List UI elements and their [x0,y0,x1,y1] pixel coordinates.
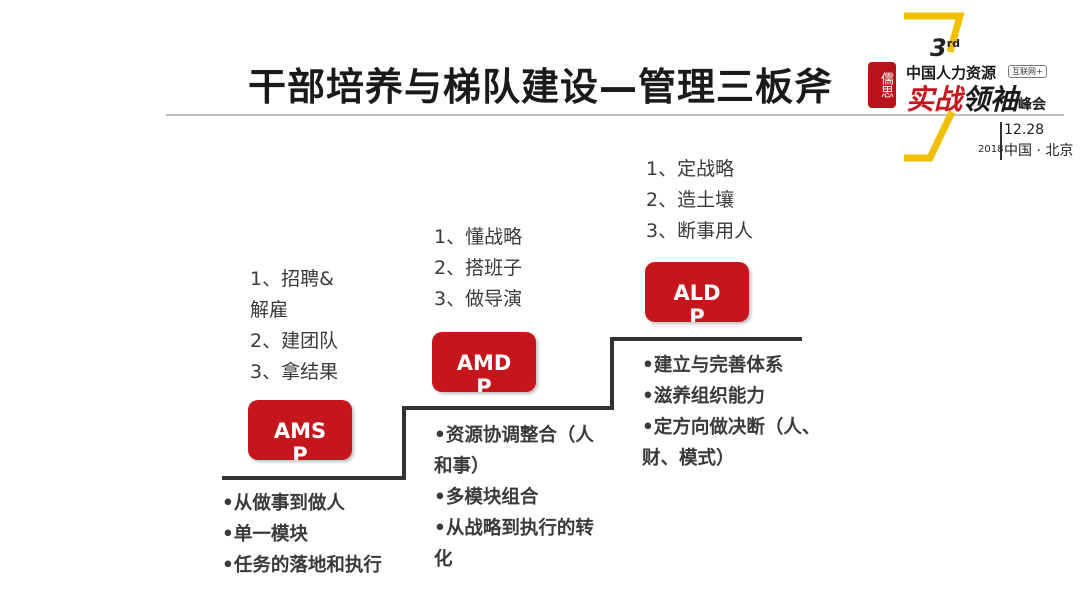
level1-top-list: 1、招聘& 解雇 2、建团队 3、拿结果 [250,264,338,388]
level1-bottom-item: •单一模块 [222,524,308,545]
level3-top-item: 1、定战略 [646,158,735,180]
level2-top-item: 3、做导演 [434,288,523,310]
logo-place: 中国 · 北京 [1004,143,1074,159]
logo-date: 12.28 [1004,122,1045,138]
level2-top-item: 2、搭班子 [434,257,523,279]
level3-top-item: 3、断事用人 [646,220,754,242]
level1-top-item: 2、建团队 [250,330,339,352]
logo-bracket-icon [904,12,965,162]
level2-bottom-item: •从战略到执行的转 [434,518,594,539]
level1-top-item: 解雇 [250,299,289,321]
logo-line2: 实战领袖峰会 [906,83,1047,116]
slide-title: 干部培养与梯队建设—管理三板斧 [248,65,834,109]
logo-tag: 互联网+ [1008,65,1047,78]
logo-bracket-bottom [904,110,956,162]
level2-top-list: 1、懂战略 2、搭班子 3、做导演 [434,222,522,315]
logo-divider [1000,122,1002,160]
level2-bottom-item: •多模块组合 [434,487,539,508]
level2-bottom-list: •资源协调整合（人 和事） •多模块组合 •从战略到执行的转 化 [434,420,594,575]
level2-top-item: 1、懂战略 [434,226,523,248]
title-underline [166,114,1064,116]
level2-bottom-item: 和事） [434,456,490,477]
logo-edition: 3rd [930,34,961,62]
level3-bottom-item: •建立与完善体系 [642,355,784,376]
level3-bottom-item: •滋养组织能力 [642,386,765,407]
level1-bottom-item: •从做事到做人 [222,493,345,514]
level3-bottom-item: •定方向做决断（人、 [642,417,821,438]
seal-stamp: 儒思 [868,62,896,108]
logo-year: 2018 [978,144,1004,155]
level1-top-item: 3、拿结果 [250,361,339,383]
level3-top-list: 1、定战略 2、造土壤 3、断事用人 [646,154,753,247]
staircase-line [222,337,802,480]
level1-bottom-item: •任务的落地和执行 [222,555,382,576]
level1-top-item: 1、招聘& [250,268,334,290]
level3-badge: ALDP [645,262,749,322]
level1-badge: AMSP [248,400,352,460]
level2-bottom-item: •资源协调整合（人 [434,425,594,446]
level2-bottom-item: 化 [434,549,453,570]
event-logo: 3rd 中国人力资源 互联网+ 实战领袖峰会 12.28 2018 中国 · 北… [900,12,1076,162]
logo-bracket-top [904,12,965,53]
level3-bottom-list: •建立与完善体系 •滋养组织能力 •定方向做决断（人、 财、模式） [642,350,820,474]
level2-badge: AMDP [432,332,536,392]
level3-bottom-item: 财、模式） [642,448,735,469]
level1-bottom-list: •从做事到做人 •单一模块 •任务的落地和执行 [222,488,382,581]
level3-top-item: 2、造土壤 [646,189,735,211]
logo-line1: 中国人力资源 [906,64,997,82]
